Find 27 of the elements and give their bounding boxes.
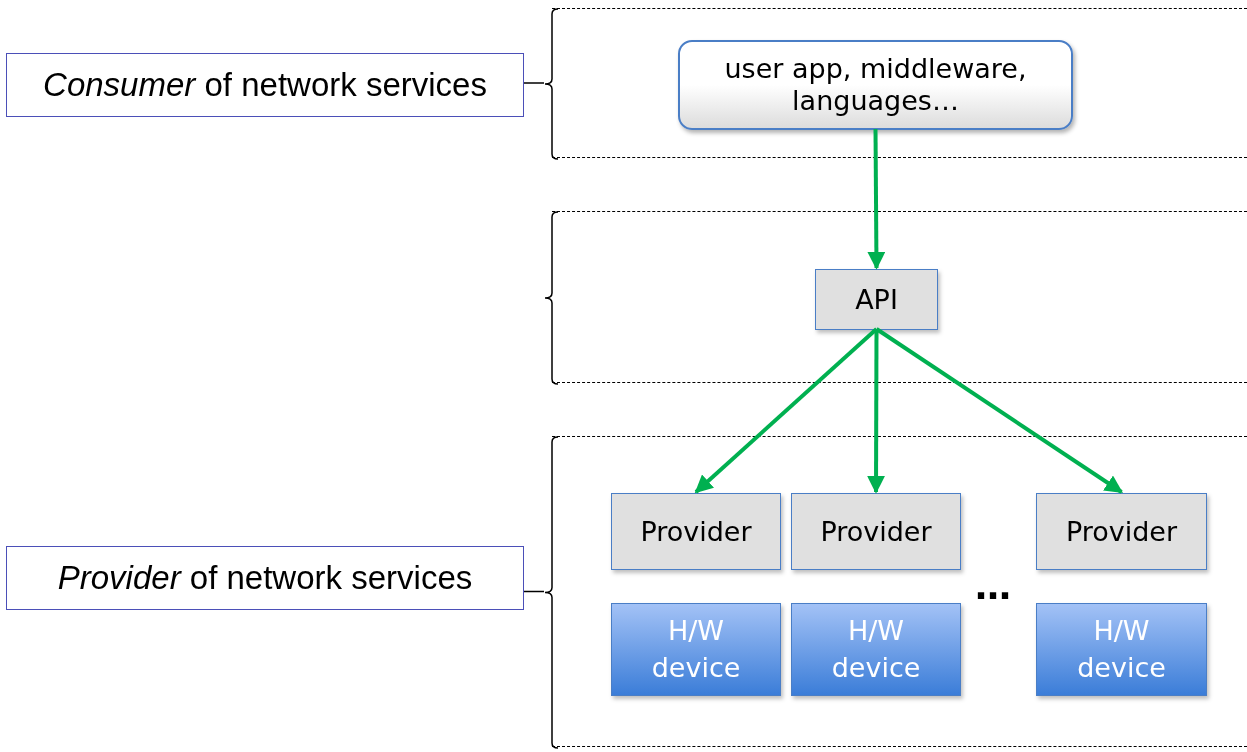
hardware-box [791, 603, 961, 696]
node-text: H/W device [1076, 614, 1167, 685]
ellipsis-text: … [974, 566, 1012, 606]
hardware-box [1036, 603, 1207, 696]
component-box [611, 493, 781, 570]
node-text: Provider [640, 516, 752, 547]
connector-line [523, 590, 545, 593]
node-text: H/W device [830, 614, 922, 685]
arrow [694, 327, 878, 494]
node-text: H/W device [650, 614, 742, 685]
role-label-box [6, 546, 524, 610]
arrow [875, 327, 1123, 494]
component-box [1036, 493, 1207, 570]
node-text: Provider [820, 516, 932, 547]
arrow [867, 129, 886, 270]
component-box [815, 269, 938, 330]
node-text: Consumer of network services [43, 66, 487, 104]
role-label-box [6, 53, 524, 117]
node-text: API [855, 284, 898, 315]
connector-line [523, 82, 545, 84]
node-text: Provider of network services [57, 559, 473, 597]
arrow [867, 329, 886, 494]
hardware-box [611, 603, 781, 696]
node-text: user app, middleware, languages… [723, 52, 1028, 118]
application-box [678, 40, 1073, 130]
component-box [791, 493, 961, 570]
node-text: Provider [1065, 516, 1178, 547]
